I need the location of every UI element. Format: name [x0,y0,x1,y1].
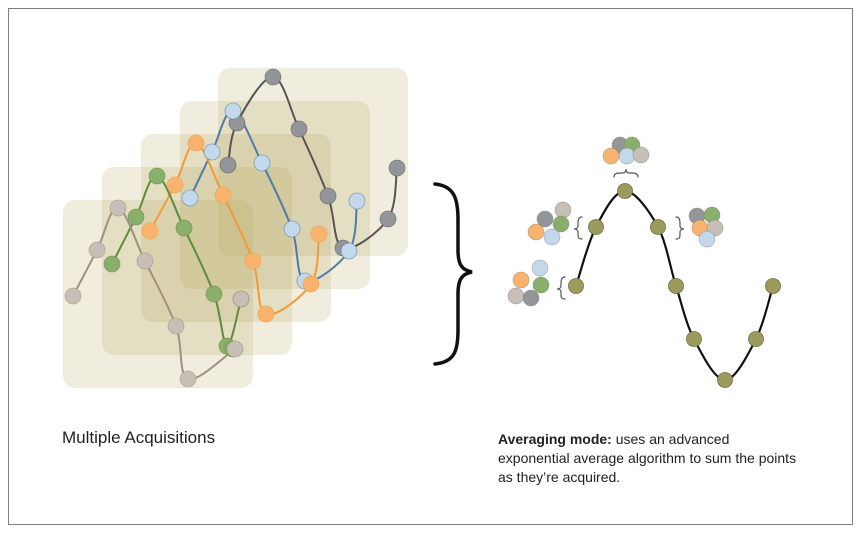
acquisition-frame-3 [141,134,331,322]
blue-point [348,192,366,210]
gray-point [388,159,406,177]
blue-point [340,242,358,260]
averaged-point [588,219,604,235]
green-point [175,219,193,237]
acquisition-frame-4 [180,101,370,289]
blue-sample [698,230,716,248]
beige-point [226,340,244,358]
averaging-mode-caption: Averaging mode: uses an advanced exponen… [498,430,798,487]
cluster-right [688,206,724,248]
beige-acquisition-points [64,199,250,388]
orange-point [302,275,320,293]
acquisition-frames [63,68,408,388]
beige-point [232,290,250,308]
small-bracket-icon [556,276,566,300]
averaging-mode-description: uses an advanced exponential average alg… [498,431,797,485]
orange-point [187,134,205,152]
averaged-point [717,372,733,388]
averaged-point [617,183,633,199]
averaged-point [568,278,584,294]
beige-point [109,199,127,217]
orange-point [214,186,232,204]
beige-sample [632,146,650,164]
green-point [103,255,121,273]
blue-point [224,102,242,120]
gray-sample [522,289,540,307]
blue-point [203,143,221,161]
blue-point [253,154,271,172]
green-point [205,285,223,303]
averaged-point [765,278,781,294]
orange-point [141,222,159,240]
beige-sample [507,287,525,305]
blue-point [181,189,199,207]
small-bracket-icon [573,216,583,240]
gray-point [379,210,397,228]
green-sample [532,276,550,294]
gray-point [219,156,237,174]
blue-acquisition-points [181,102,366,290]
beige-sample [554,201,572,219]
orange-point [257,305,275,323]
multiple-acquisitions-caption: Multiple Acquisitions [62,428,216,447]
averaged-point [748,331,764,347]
gray-point [319,187,337,205]
orange-point [166,176,184,194]
orange-sample [602,147,620,165]
orange-sample [512,271,530,289]
cluster-left-high [527,201,572,246]
orange-point [310,225,328,243]
blue-sample [543,228,561,246]
acquisition-frame-2 [102,167,292,355]
small-bracket-icon [613,168,639,178]
averaged-waveform [568,183,781,388]
orange-point [244,252,262,270]
gray-point [264,68,282,86]
averaged-point [668,278,684,294]
beige-point [167,317,185,335]
averaged-point [686,331,702,347]
green-point [148,167,166,185]
averaging-mode-label: Averaging mode: [498,431,612,447]
beige-point [88,241,106,259]
gray-sample [536,210,554,228]
blue-point [283,220,301,238]
cluster-left-low [507,259,550,307]
small-bracket-icon [675,216,685,240]
green-point [127,208,145,226]
green-sample [552,215,570,233]
curly-brace-icon [433,182,473,366]
acquisition-frame-1 [63,200,253,388]
point-clusters [507,136,724,307]
cluster-top [602,136,650,165]
beige-point [64,287,82,305]
gray-point [290,120,308,138]
blue-sample [618,147,636,165]
blue-sample [531,259,549,277]
beige-point [179,370,197,388]
figure-frame [8,8,853,525]
orange-acquisition-points [141,134,328,323]
orange-sample [527,223,545,241]
acquisition-points [64,68,406,388]
averaged-point [650,219,666,235]
beige-point [136,252,154,270]
